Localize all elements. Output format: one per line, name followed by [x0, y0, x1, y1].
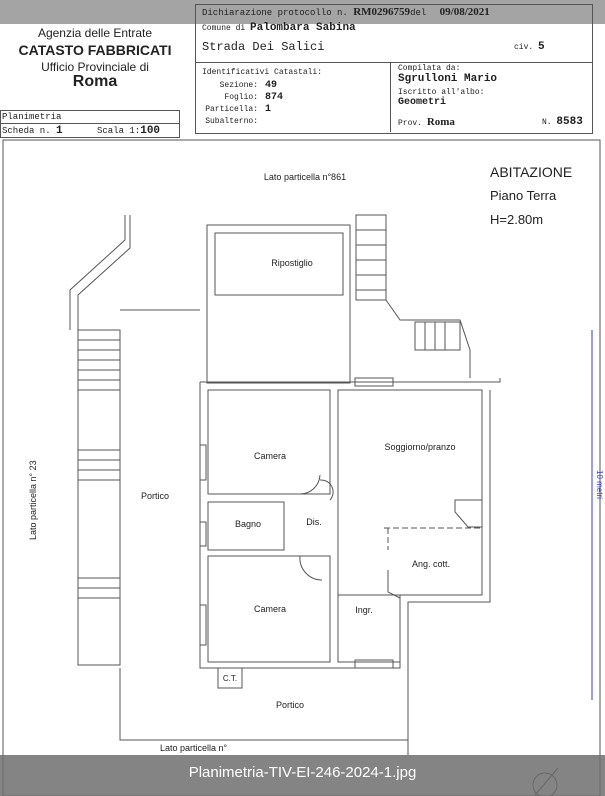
ripostiglio-walls [206, 224, 351, 384]
room-ang-cott: Ang. cott. [412, 559, 450, 569]
compilata-label: Compilata da: [398, 64, 461, 73]
civ-label: civ. [514, 43, 534, 52]
catasto-title: CATASTO FABBRICATI [18, 42, 172, 58]
protocollo-number: RM0296759 [353, 6, 411, 18]
planimetria-label: Planimetria [2, 112, 62, 122]
agency-name: Agenzia delle Entrate [37, 26, 153, 40]
info-box [195, 4, 593, 134]
room-ripostiglio: Ripostiglio [271, 258, 313, 268]
sezione-label: Sezione: [219, 81, 258, 90]
room-bagno: Bagno [235, 519, 261, 529]
foglio-value: 49 [265, 80, 278, 91]
stairs-top [355, 214, 471, 378]
subalterno-label: Subalterno: [205, 117, 258, 126]
office-label: Ufficio Provinciale di [41, 60, 149, 74]
image-filename: Planimetria-TIV-EI-246-2024-1.jpg [188, 764, 417, 781]
prov-label: Prov. [398, 119, 423, 128]
prov-value: Roma [426, 116, 455, 128]
foglio-label: Foglio: [224, 93, 258, 102]
room-dis: Dis. [306, 517, 322, 527]
compilata-value: Sgrulloni Mario [398, 73, 498, 85]
room-ingr: Ingr. [355, 605, 373, 615]
ct-box [217, 667, 243, 689]
scale-bar-label: 10 metri [595, 470, 604, 499]
plan-title: ABITAZIONE [490, 164, 572, 180]
cadastral-header: Agenzia delle Entrate CATASTO FABBRICATI… [0, 0, 605, 140]
particella-value: 874 [265, 92, 284, 103]
address: Strada Dei Salici [202, 40, 325, 54]
lato-left: Lato particella n° 23 [28, 460, 38, 540]
civ-value: 5 [538, 41, 545, 53]
camera1-walls [207, 389, 331, 495]
plan-height: H=2.80m [490, 212, 543, 227]
portico-bottom [119, 668, 408, 741]
del-label: del [410, 8, 427, 18]
comune-label: Comune di [202, 24, 246, 33]
office-city: Roma [72, 73, 118, 90]
plan-floor: Piano Terra [490, 188, 557, 203]
albo-value: Geometri [398, 97, 447, 108]
n-value: 8583 [556, 116, 583, 128]
particella-label: Particella: [205, 105, 258, 114]
iscritto-label: Iscritto all'albo: [398, 88, 485, 97]
lato-bottom: Lato particella n° [160, 743, 228, 753]
scheda-value: 1 [56, 125, 63, 137]
scala-label: Scala 1: [97, 126, 141, 136]
stairs-left [69, 215, 131, 666]
room-portico-bottom: Portico [276, 700, 304, 710]
room-camera-2: Camera [254, 604, 286, 614]
room-soggiorno: Soggiorno/pranzo [384, 442, 455, 452]
comune-value: Palombara Sabina [250, 22, 356, 34]
ingr-walls [337, 550, 401, 663]
room-portico-left: Portico [141, 491, 169, 501]
camera2-walls [207, 555, 331, 663]
soggiorno-walls [337, 389, 483, 596]
subalterno-value: 1 [265, 104, 272, 115]
scala-value: 100 [140, 125, 161, 137]
dichiarazione-label: Dichiarazione protocollo n. [202, 8, 348, 18]
scheda-label: Scheda n. [2, 126, 51, 136]
n-label: N. [542, 118, 552, 127]
protocollo-date: 09/08/2021 [439, 6, 490, 18]
scheda-box [0, 110, 180, 138]
lato-top: Lato particella n°861 [264, 172, 346, 182]
plan-frame [2, 139, 601, 796]
ident-label: Identificativi Catastali: [202, 68, 323, 77]
house-outer [200, 378, 501, 383]
room-ct: C.T. [223, 674, 237, 683]
room-camera-1: Camera [254, 451, 286, 461]
viewer-caption-bar [0, 755, 605, 796]
bagno-walls [207, 501, 285, 551]
